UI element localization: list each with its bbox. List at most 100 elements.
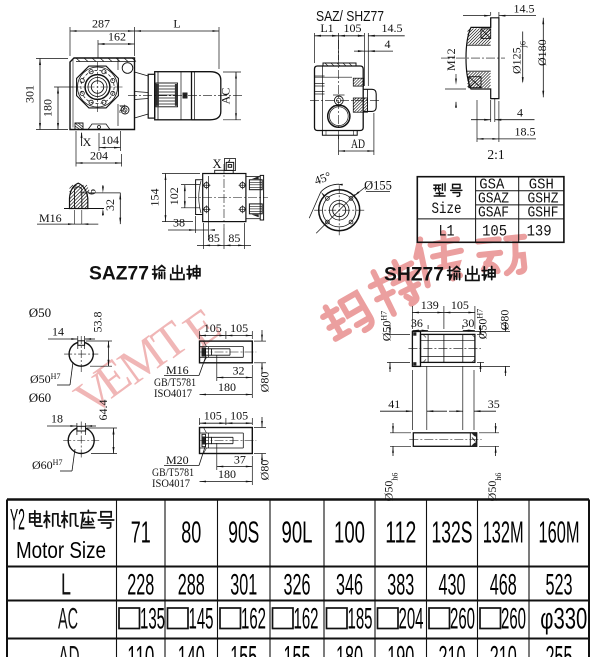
svg-text:64.4: 64.4: [96, 400, 110, 421]
svg-text:SHZ77: SHZ77: [384, 264, 444, 286]
svg-text:Size: Size: [432, 200, 462, 218]
svg-text:140: 140: [178, 641, 205, 658]
svg-text:34: 34: [118, 104, 128, 114]
svg-text:288: 288: [178, 569, 205, 602]
svg-text:M16: M16: [39, 211, 62, 225]
svg-text:14.5: 14.5: [382, 21, 403, 35]
svg-text:85: 85: [208, 231, 220, 245]
svg-text:L: L: [173, 17, 180, 31]
svg-text:Ø180: Ø180: [535, 39, 549, 66]
svg-text:112: 112: [385, 515, 416, 550]
svg-text:30: 30: [462, 316, 474, 330]
svg-text:105: 105: [482, 223, 507, 241]
svg-text:326: 326: [284, 569, 311, 602]
svg-text:Ø80: Ø80: [498, 310, 512, 331]
svg-text:105: 105: [204, 321, 222, 335]
svg-text:Ø80: Ø80: [258, 372, 272, 393]
svg-text:287: 287: [92, 17, 110, 31]
svg-text:18: 18: [51, 412, 63, 426]
svg-text:430: 430: [439, 569, 466, 602]
svg-text:132M: 132M: [483, 515, 524, 550]
svg-text:162: 162: [108, 30, 126, 44]
svg-text:260: 260: [450, 603, 475, 636]
svg-text:SAZ77: SAZ77: [89, 263, 149, 285]
svg-text:L1: L1: [320, 21, 333, 35]
svg-text:32: 32: [103, 199, 117, 211]
svg-text:145: 145: [189, 603, 214, 636]
svg-text:AC: AC: [219, 88, 233, 105]
svg-text:M12: M12: [444, 48, 458, 71]
svg-text:Y2: Y2: [10, 504, 25, 537]
svg-text:105: 105: [230, 409, 248, 423]
svg-text:180: 180: [41, 99, 55, 117]
svg-text:204: 204: [399, 603, 424, 636]
svg-text:190: 190: [387, 641, 414, 658]
svg-text:35: 35: [488, 397, 500, 411]
svg-text:71: 71: [131, 515, 151, 550]
svg-text:523: 523: [546, 569, 573, 602]
svg-text:135: 135: [140, 603, 165, 636]
svg-text:Ø60: Ø60: [29, 390, 51, 405]
svg-text:105: 105: [230, 321, 248, 335]
svg-text:4: 4: [517, 106, 523, 120]
svg-text:180: 180: [218, 380, 236, 394]
svg-text:Motor Size: Motor Size: [16, 537, 106, 563]
svg-text:105: 105: [344, 21, 362, 35]
svg-text:38: 38: [173, 216, 185, 230]
svg-text:32: 32: [233, 364, 245, 378]
svg-text:L: L: [61, 567, 71, 602]
svg-text:255: 255: [546, 641, 573, 658]
svg-text:ISO4017: ISO4017: [152, 476, 190, 490]
svg-text:210: 210: [439, 641, 466, 658]
svg-text:ISO4017: ISO4017: [154, 386, 192, 400]
svg-text:110: 110: [127, 641, 154, 658]
svg-text:90S: 90S: [228, 515, 259, 550]
svg-text:AC: AC: [58, 603, 78, 636]
svg-text:6: 6: [85, 189, 99, 195]
svg-text:132S: 132S: [432, 515, 473, 550]
svg-text:468: 468: [490, 569, 517, 602]
svg-text:4: 4: [385, 37, 391, 51]
svg-text:185: 185: [348, 603, 373, 636]
svg-text:Ø80: Ø80: [258, 460, 272, 481]
svg-text:139: 139: [527, 223, 552, 241]
svg-text:155: 155: [230, 641, 257, 658]
svg-text:102: 102: [167, 187, 181, 205]
svg-text:180: 180: [336, 641, 363, 658]
svg-text:104: 104: [101, 133, 119, 147]
svg-text:φ330: φ330: [540, 603, 587, 636]
svg-text:346: 346: [336, 569, 363, 602]
svg-text:228: 228: [127, 569, 154, 602]
svg-text:85: 85: [228, 231, 240, 245]
svg-text:Ø50: Ø50: [29, 305, 51, 320]
svg-text:162: 162: [294, 603, 319, 636]
svg-text:41: 41: [388, 397, 400, 411]
svg-text:AD: AD: [351, 137, 365, 151]
svg-text:210: 210: [490, 641, 517, 658]
svg-text:53.8: 53.8: [91, 312, 105, 333]
svg-text:100: 100: [334, 515, 365, 550]
svg-text:X: X: [212, 157, 221, 171]
svg-text:Ø155: Ø155: [364, 179, 392, 193]
svg-text:139: 139: [421, 298, 439, 312]
svg-text:X: X: [83, 135, 92, 149]
svg-text:105: 105: [204, 409, 222, 423]
svg-text:162: 162: [241, 603, 266, 636]
svg-text:37: 37: [234, 453, 246, 467]
svg-text:160M: 160M: [539, 515, 580, 550]
svg-text:GSAF: GSAF: [478, 205, 509, 221]
svg-text:18.5: 18.5: [515, 125, 536, 139]
svg-text:14: 14: [52, 325, 64, 339]
svg-text:105: 105: [451, 298, 469, 312]
svg-text:90L: 90L: [282, 515, 313, 550]
svg-text:GSHF: GSHF: [528, 205, 559, 221]
svg-text:301: 301: [230, 569, 257, 602]
svg-text:204: 204: [90, 149, 108, 163]
svg-text:180: 180: [218, 467, 236, 481]
svg-text:14.5: 14.5: [514, 2, 535, 16]
svg-text:154: 154: [148, 189, 162, 207]
svg-text:260: 260: [501, 603, 526, 636]
svg-text:2:1: 2:1: [487, 147, 504, 162]
svg-text:36: 36: [411, 316, 423, 330]
svg-text:L1: L1: [439, 223, 455, 241]
